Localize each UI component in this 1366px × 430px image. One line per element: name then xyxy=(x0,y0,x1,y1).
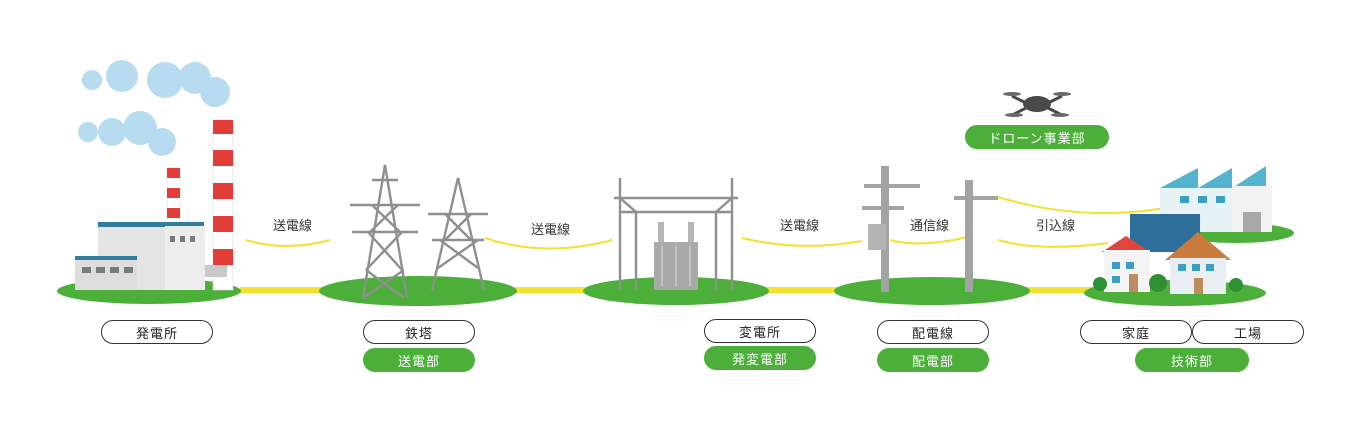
substation-icon xyxy=(614,178,738,290)
facility-home: 家庭 xyxy=(1080,320,1192,344)
facility-steel-tower: 鉄塔 xyxy=(363,320,475,344)
wire-label-communication: 通信線 xyxy=(910,219,950,234)
facility-substation: 変電所 xyxy=(704,319,816,343)
department-transmission: 送電部 xyxy=(363,348,475,372)
house-icon xyxy=(1093,214,1243,294)
department-drone: ドローン事業部 xyxy=(965,125,1109,149)
department-transformation: 発変電部 xyxy=(704,346,816,370)
transmission-tower-icon xyxy=(350,164,488,299)
utility-pole-icon xyxy=(862,166,998,292)
facility-factory: 工場 xyxy=(1192,320,1304,344)
department-distribution: 配電部 xyxy=(877,348,989,372)
wire-label-plant-tower: 送電線 xyxy=(273,219,313,234)
power-plant-icon xyxy=(75,60,234,291)
overhead-wires xyxy=(245,196,1166,250)
cloud-icon xyxy=(78,60,230,156)
wire-label-tower-substation: 送電線 xyxy=(531,223,571,238)
facility-distribution-line: 配電線 xyxy=(877,320,989,344)
wire-label-substation-pole: 送電線 xyxy=(780,219,820,234)
drone-icon xyxy=(1003,92,1071,117)
facility-power-plant: 発電所 xyxy=(101,320,213,344)
factory-icon xyxy=(1160,166,1272,232)
department-engineering: 技術部 xyxy=(1135,348,1249,372)
wire-label-service-drop: 引込線 xyxy=(1036,219,1076,234)
